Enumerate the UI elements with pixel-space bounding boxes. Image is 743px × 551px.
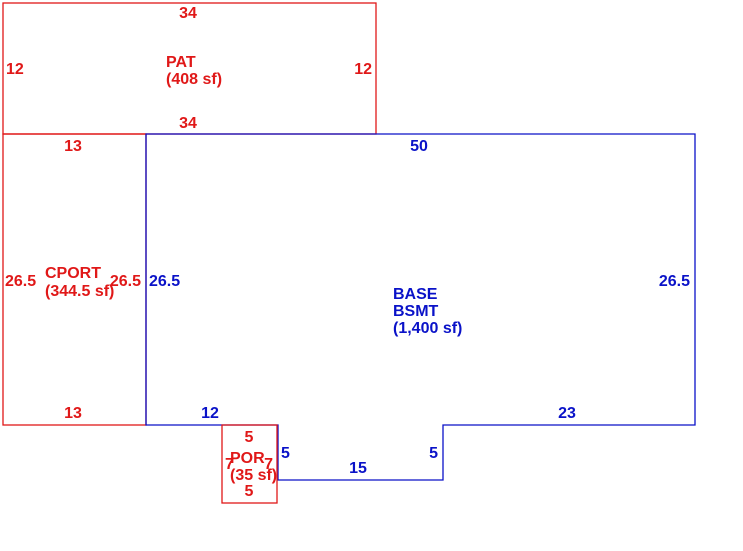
cport-area-label: (344.5 sf) xyxy=(45,283,114,300)
base-notch-left-dimension: 5 xyxy=(281,445,290,462)
base-area-label: (1,400 sf) xyxy=(393,320,462,337)
base-outline xyxy=(145,133,696,481)
base-notch-bottom-dimension: 15 xyxy=(349,460,367,477)
base-name-label: BASE xyxy=(393,286,438,303)
por-name-label: POR xyxy=(230,450,265,467)
pat-name-label: PAT xyxy=(166,54,196,71)
por-bottom-dimension: 5 xyxy=(245,483,254,500)
cport-bottom-dimension: 13 xyxy=(64,405,82,422)
por-top-dimension: 5 xyxy=(245,429,254,446)
base-top-dimension: 50 xyxy=(410,138,428,155)
por-right-dimension: 7 xyxy=(264,456,273,473)
cport-left-dimension: 26.5 xyxy=(5,273,36,290)
base-left-dimension: 26.5 xyxy=(149,273,180,290)
cport-top-dimension: 13 xyxy=(64,138,82,155)
base-notch-right-dimension: 5 xyxy=(429,445,438,462)
por-outline xyxy=(221,424,278,504)
por-left-dimension: 7 xyxy=(225,456,234,473)
base-bottom-left-dimension: 12 xyxy=(201,405,219,422)
base-bottom-right-dimension: 23 xyxy=(558,405,576,422)
pat-area-label: (408 sf) xyxy=(166,71,222,88)
cport-right-dimension: 26.5 xyxy=(110,273,141,290)
pat-bottom-dimension: 34 xyxy=(179,115,197,132)
por-area-label: (35 sf) xyxy=(230,467,277,484)
base-right-dimension: 26.5 xyxy=(659,273,690,290)
pat-top-dimension: 34 xyxy=(179,5,197,22)
cport-name-label: CPORT xyxy=(45,265,101,282)
pat-right-dimension: 12 xyxy=(354,61,372,78)
pat-left-dimension: 12 xyxy=(6,61,24,78)
base-name2-label: BSMT xyxy=(393,303,439,320)
